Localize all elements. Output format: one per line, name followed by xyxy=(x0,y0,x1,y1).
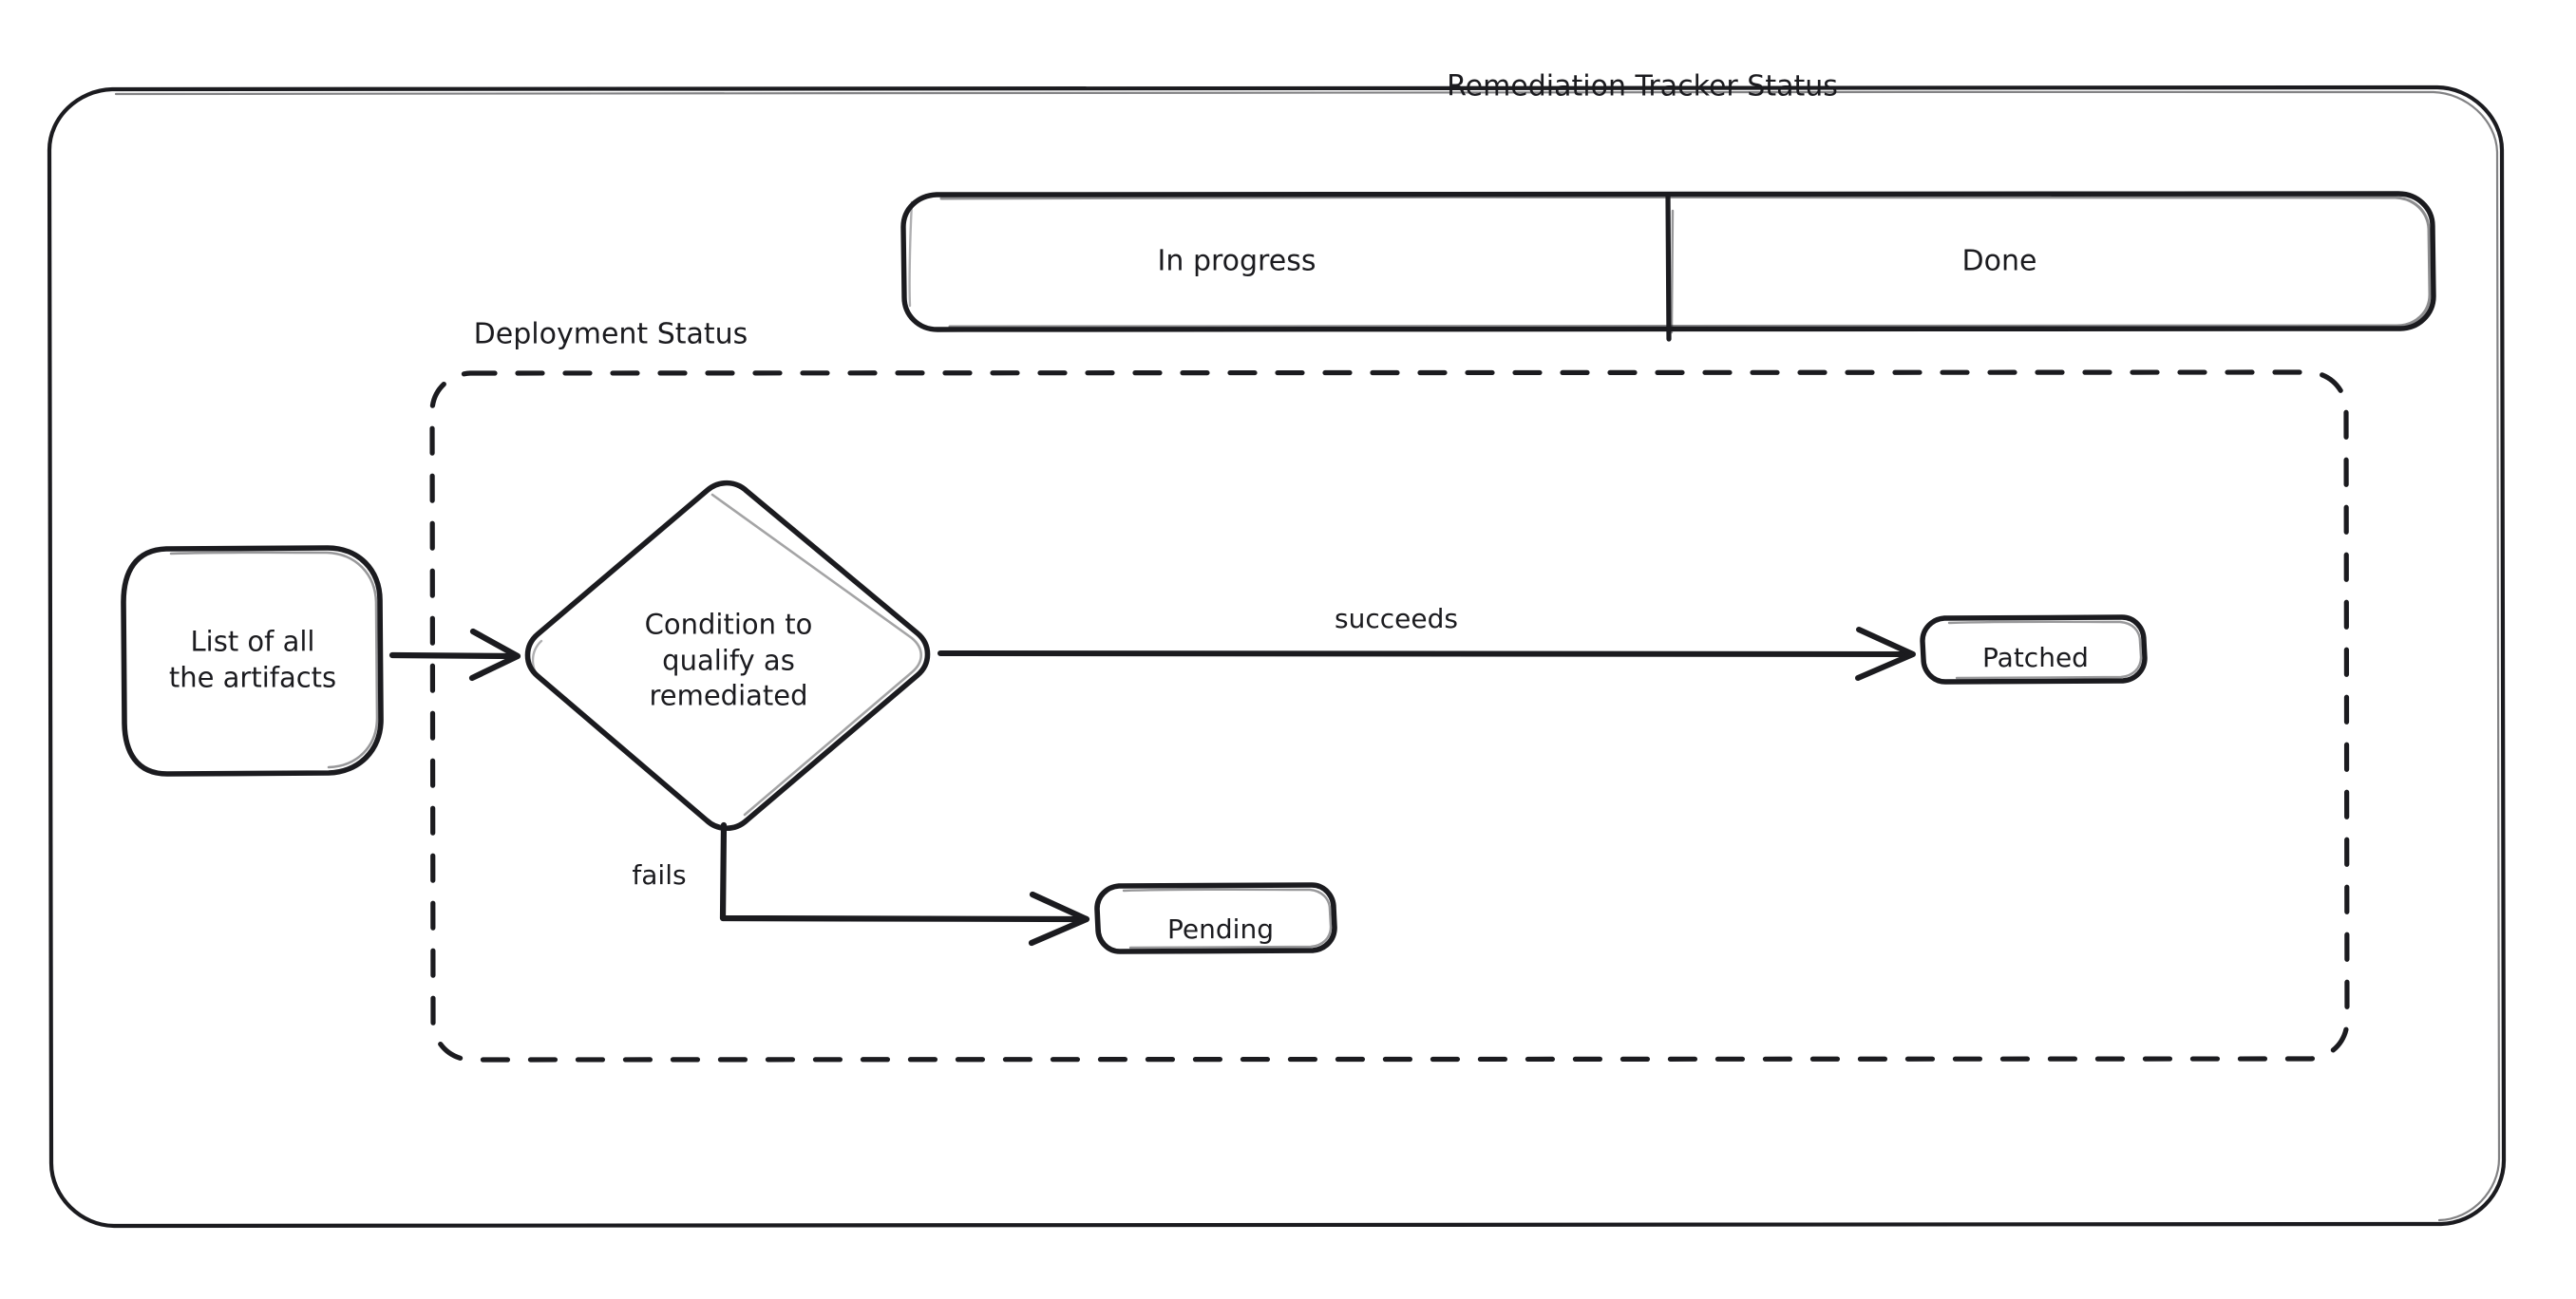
deployment-status-container xyxy=(429,369,2350,1063)
node-label-patched: Patched xyxy=(1982,641,2089,673)
lane-label-in-progress: In progress xyxy=(1157,244,1316,278)
node-label-pending: Pending xyxy=(1167,913,1274,945)
edge-label-fails: fails xyxy=(632,858,687,891)
edge-artifacts-to-condition xyxy=(388,628,521,682)
edge-condition-to-patched xyxy=(938,627,1916,681)
deployment-status-title: Deployment Status xyxy=(473,317,748,351)
node-patched[interactable] xyxy=(1920,614,2148,685)
tracker-lane-box xyxy=(900,191,2436,342)
node-condition[interactable] xyxy=(524,480,931,832)
edge-label-succeeds: succeeds xyxy=(1335,602,1458,634)
edge-condition-to-pending xyxy=(719,821,1090,947)
node-label-condition: Condition to qualify as remediated xyxy=(644,608,813,712)
node-label-artifacts: List of all the artifacts xyxy=(168,625,337,693)
outer-frame xyxy=(47,85,2507,1229)
node-artifacts[interactable] xyxy=(121,545,384,777)
lane-label-done: Done xyxy=(1961,244,2037,278)
node-pending[interactable] xyxy=(1094,882,1337,954)
tracker-title: Remediation Tracker Status xyxy=(1447,69,1838,104)
